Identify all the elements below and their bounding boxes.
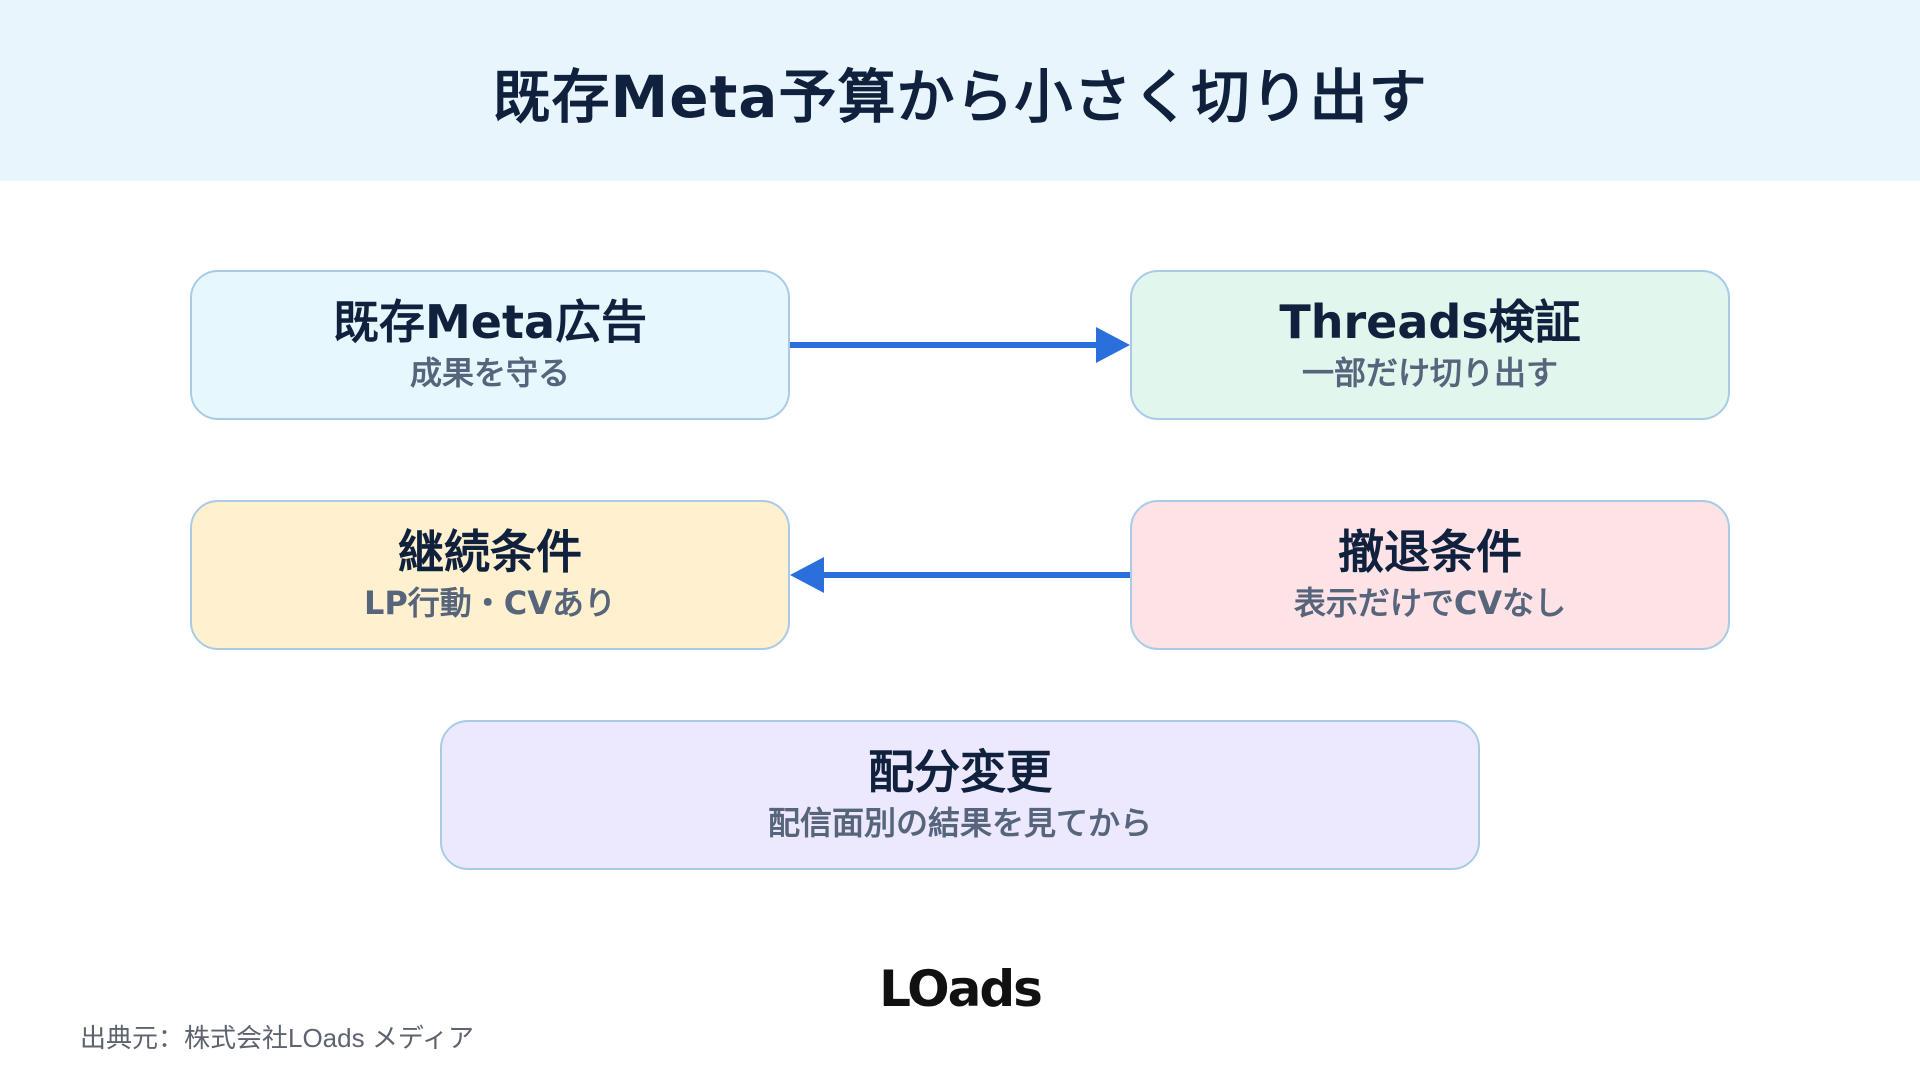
- box-withdraw-conditions: 撤退条件 表示だけでCVなし: [1130, 500, 1730, 650]
- box-title: Threads検証: [1279, 294, 1581, 349]
- box-title: 撤退条件: [1338, 524, 1522, 579]
- box-title: 配分変更: [868, 744, 1052, 799]
- box-threads-test: Threads検証 一部だけ切り出す: [1130, 270, 1730, 420]
- box-title: 既存Meta広告: [332, 294, 647, 349]
- box-subtitle: 配信面別の結果を見てから: [767, 803, 1152, 842]
- box-subtitle: 成果を守る: [409, 353, 570, 392]
- source-credit: 出典元：株式会社LOads メディア: [80, 1023, 475, 1053]
- arrow-left-head: [790, 557, 824, 593]
- arrow-right-head: [1096, 327, 1130, 363]
- box-subtitle: 一部だけ切り出す: [1301, 353, 1558, 392]
- box-subtitle: 表示だけでCVなし: [1293, 583, 1567, 622]
- page-title: 既存Meta予算から小さく切り出す: [492, 62, 1428, 131]
- box-existing-meta-ads: 既存Meta広告 成果を守る: [190, 270, 790, 420]
- loads-logo-text: LOads: [879, 960, 1041, 1018]
- loads-logo: LOads: [879, 960, 1043, 1018]
- header-banner: 既存Meta予算から小さく切り出す: [0, 0, 1920, 181]
- box-subtitle: LP行動・CVあり: [363, 583, 617, 622]
- box-title: 継続条件: [398, 524, 582, 579]
- box-allocation-change: 配分変更 配信面別の結果を見てから: [440, 720, 1480, 870]
- box-continue-conditions: 継続条件 LP行動・CVあり: [190, 500, 790, 650]
